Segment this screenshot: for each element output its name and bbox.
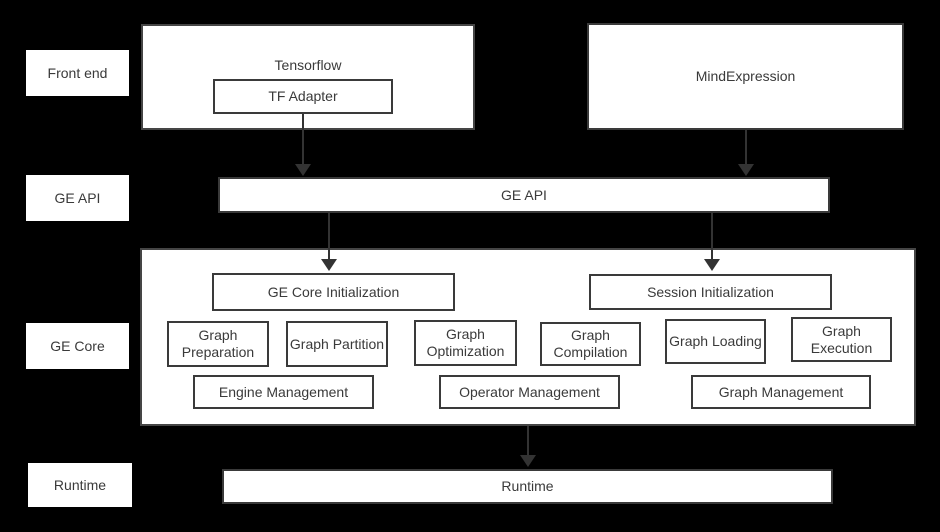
- graph-partition-box: Graph Partition: [286, 321, 388, 367]
- graph-management-box: Graph Management: [691, 375, 871, 409]
- arrow-head-icon: [295, 164, 311, 176]
- arrow-shaft: [527, 426, 529, 457]
- graph-optimization-box: Graph Optimization: [414, 320, 517, 366]
- arrow-mindexpression-to-ge-api: [738, 130, 754, 176]
- arrow-head-icon: [520, 455, 536, 467]
- layer-label-ge-api: GE API: [26, 175, 129, 221]
- operator-management-box: Operator Management: [439, 375, 620, 409]
- arrow-shaft: [302, 114, 304, 166]
- arrow-head-icon: [704, 259, 720, 271]
- layer-label-ge-core: GE Core: [26, 323, 129, 369]
- arrow-head-icon: [738, 164, 754, 176]
- arrow-ge-api-to-session-initialization: [704, 213, 720, 271]
- graph-execution-box: Graph Execution: [791, 317, 892, 362]
- ge-api-bar: GE API: [218, 177, 830, 213]
- runtime-bar: Runtime: [222, 469, 833, 504]
- layer-label-front-end: Front end: [26, 50, 129, 96]
- arrow-ge-api-to-ge-core-initialization: [321, 213, 337, 271]
- engine-management-box: Engine Management: [193, 375, 374, 409]
- arrow-head-icon: [321, 259, 337, 271]
- tf-adapter-box: TF Adapter: [213, 79, 393, 114]
- arrow-ge-core-to-runtime: [520, 426, 536, 467]
- session-initialization-box: Session Initialization: [589, 274, 832, 310]
- graph-loading-box: Graph Loading: [665, 319, 766, 364]
- tensorflow-label: Tensorflow: [274, 57, 342, 73]
- ge-core-initialization-box: GE Core Initialization: [212, 273, 455, 311]
- arrow-shaft: [745, 130, 747, 166]
- arrow-shaft: [328, 213, 330, 261]
- graph-compilation-box: Graph Compilation: [540, 322, 641, 366]
- mindexpression-box: MindExpression: [587, 23, 904, 130]
- layer-label-runtime: Runtime: [28, 463, 132, 507]
- graph-preparation-box: Graph Preparation: [167, 321, 269, 367]
- arrow-shaft: [711, 213, 713, 261]
- arrow-tf-adapter-to-ge-api: [295, 114, 311, 176]
